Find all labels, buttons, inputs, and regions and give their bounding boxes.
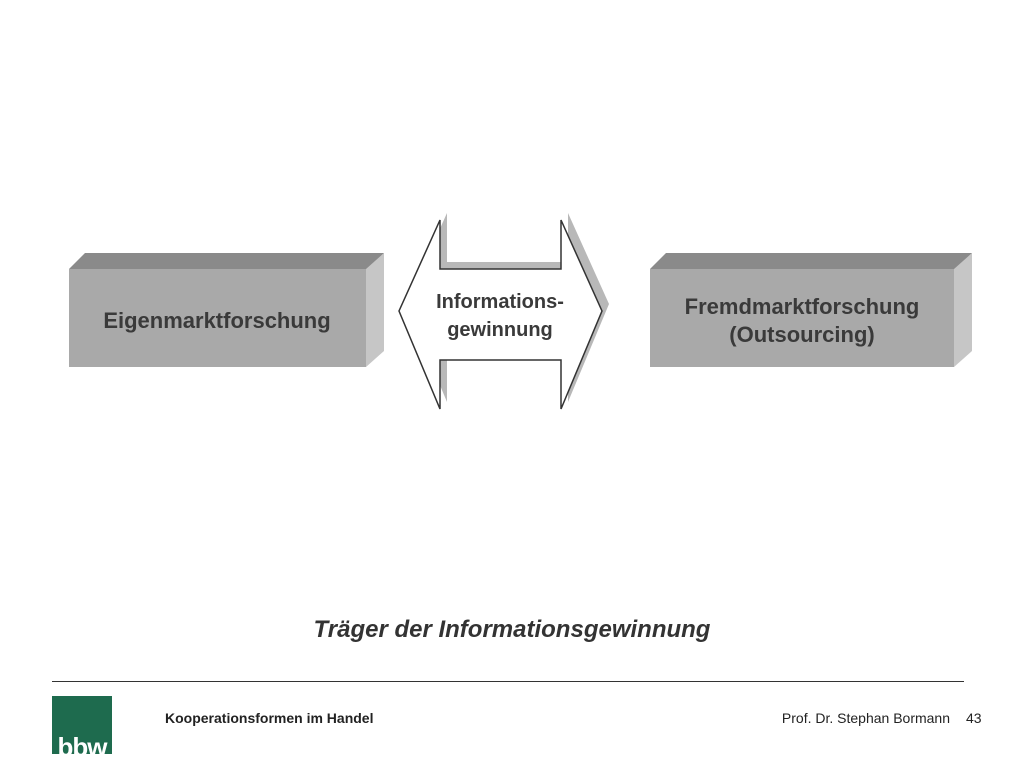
left-box: Eigenmarktforschung <box>69 253 384 367</box>
left-box-label: Eigenmarktforschung <box>103 308 330 333</box>
right-box-front <box>650 269 954 367</box>
bbw-logo-text: bbw <box>57 732 108 754</box>
double-arrow-shape <box>398 219 603 410</box>
footer-divider <box>52 681 964 682</box>
right-box-top <box>650 253 972 269</box>
right-box-label-line1: Fremdmarktforschung <box>685 294 920 319</box>
double-arrow: Informations- gewinnung <box>398 213 609 410</box>
bbw-logo: bbw <box>52 696 112 754</box>
page-number: 43 <box>966 710 982 726</box>
right-box: Fremdmarktforschung (Outsourcing) <box>650 253 972 367</box>
left-box-front <box>69 269 366 367</box>
footer-course-title: Kooperationsformen im Handel <box>165 710 374 726</box>
left-box-side <box>366 253 384 367</box>
slide-caption: Träger der Informationsgewinnung <box>313 616 711 643</box>
double-arrow-label-line2: gewinnung <box>447 319 553 341</box>
left-box-top <box>69 253 384 269</box>
right-box-side <box>954 253 972 367</box>
right-box-label-line2: (Outsourcing) <box>729 322 874 347</box>
double-arrow-label-line1: Informations- <box>436 291 564 313</box>
footer-author: Prof. Dr. Stephan Bormann <box>781 710 950 726</box>
